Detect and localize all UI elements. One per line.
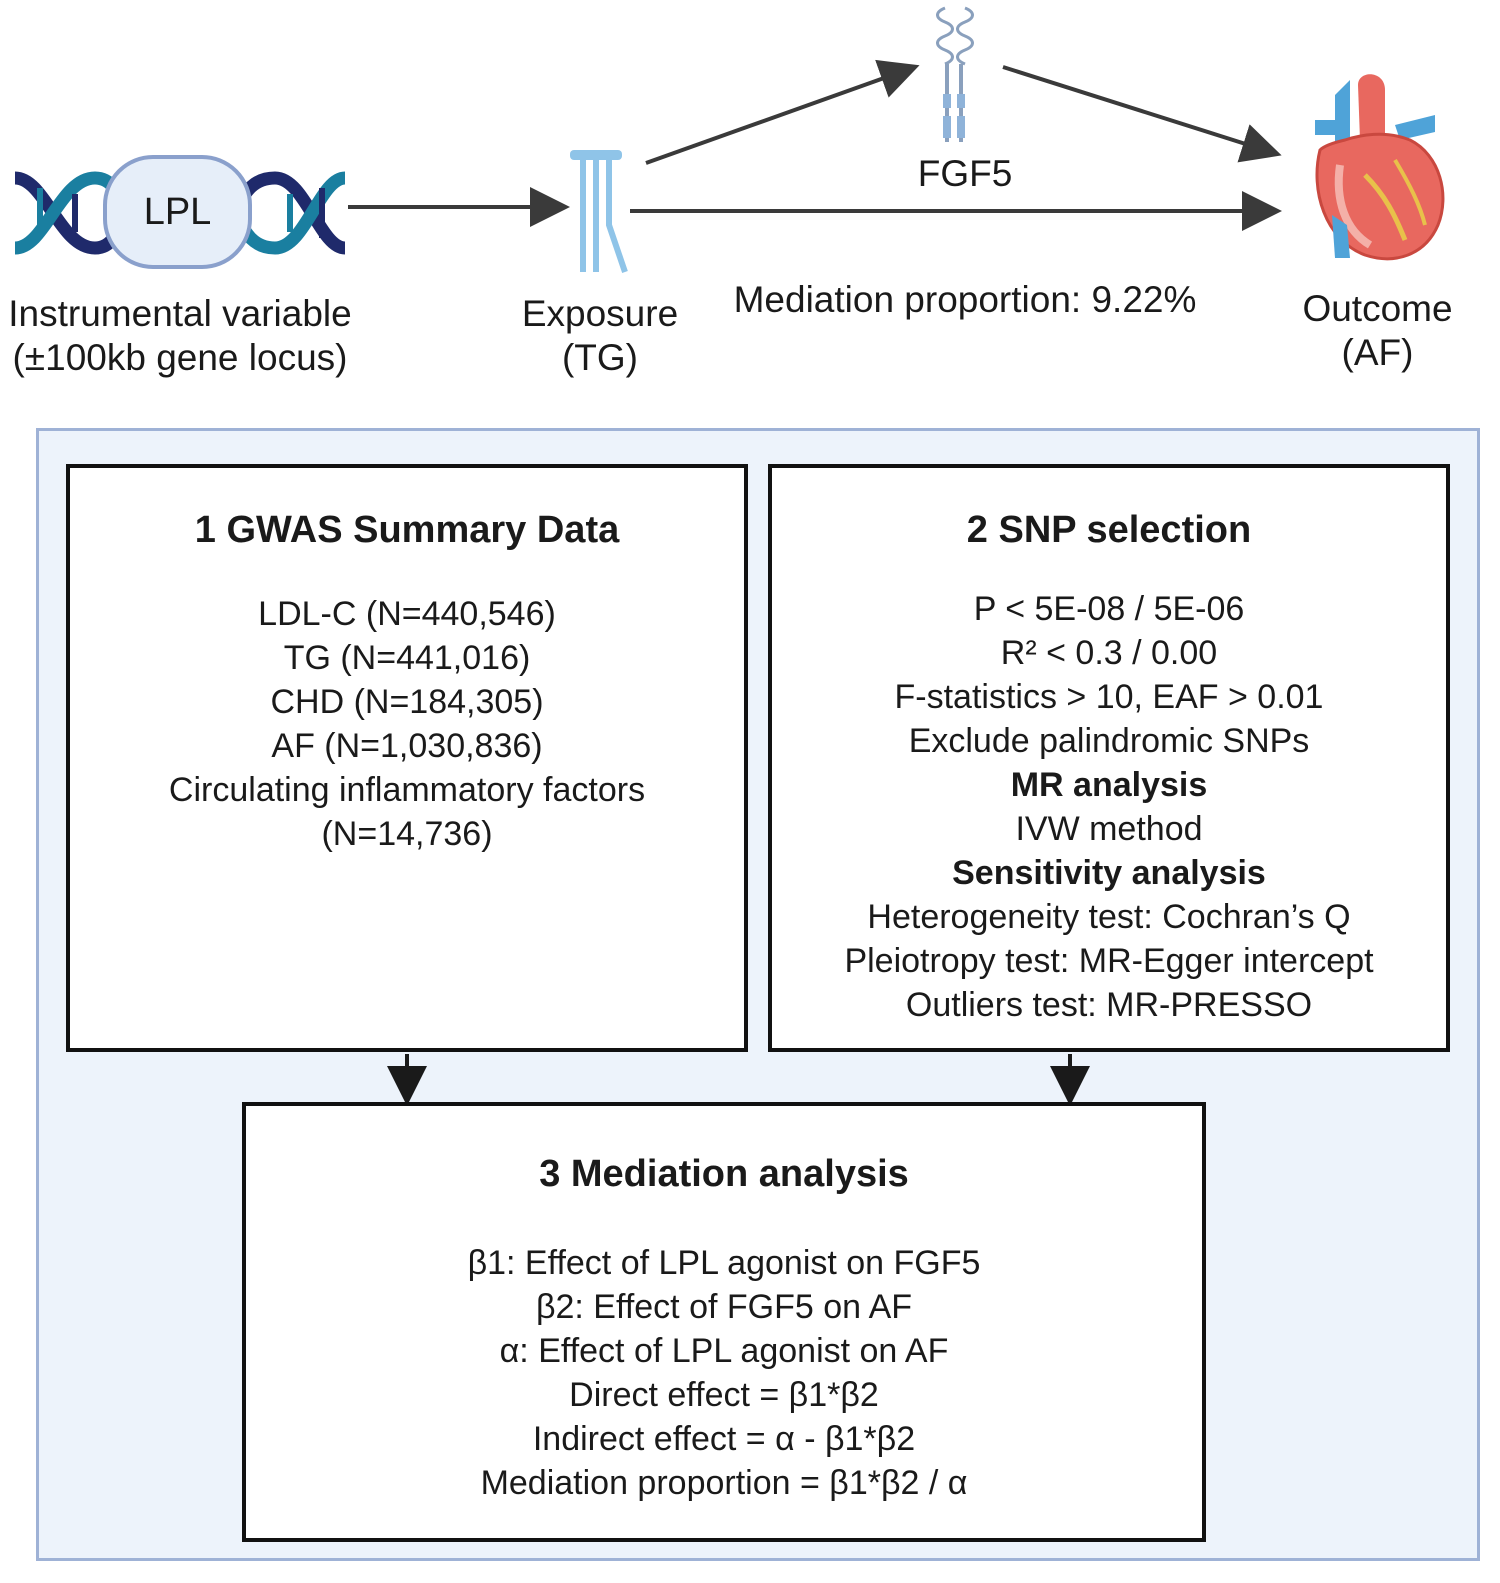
box2-heading: Sensitivity analysis bbox=[952, 854, 1266, 892]
lpl-gene-badge bbox=[103, 155, 252, 269]
exposure-label: Exposure (TG) bbox=[500, 292, 700, 380]
arrow-fgf5-to-outcome bbox=[1002, 65, 1282, 163]
receptor-icon bbox=[570, 150, 628, 273]
instrument-line1: Instrumental variable bbox=[8, 293, 352, 334]
box1-line: AF (N=1,030,836) bbox=[271, 727, 543, 765]
box2-line: R² < 0.3 / 0.00 bbox=[1000, 634, 1218, 672]
outcome-line2: (AF) bbox=[1341, 332, 1414, 373]
mediation-proportion-label: Mediation proportion: 9.22% bbox=[733, 279, 1197, 320]
exposure-line2: (TG) bbox=[561, 337, 639, 378]
exposure-line1: Exposure bbox=[521, 293, 679, 334]
box2-line: Exclude palindromic SNPs bbox=[908, 722, 1310, 760]
box-mediation-analysis: 3 Mediation analysis β1: Effect of LPL a… bbox=[242, 1102, 1206, 1542]
box2-line: F-statistics > 10, EAF > 0.01 bbox=[894, 678, 1324, 716]
box1-line: (N=14,736) bbox=[321, 815, 493, 853]
arrow-exposure-to-fgf5 bbox=[645, 59, 920, 165]
box2-title: 2 SNP selection bbox=[966, 509, 1252, 551]
box2-line: Heterogeneity test: Cochran’s Q bbox=[867, 898, 1351, 936]
instrument-line2: (±100kb gene locus) bbox=[12, 337, 348, 378]
box3-line: Mediation proportion = β1*β2 / α bbox=[480, 1464, 968, 1502]
box3-line: β2: Effect of FGF5 on AF bbox=[535, 1288, 913, 1326]
box-gwas-summary: 1 GWAS Summary Data LDL-C (N=440,546) TG… bbox=[66, 464, 748, 1052]
box3-line: Direct effect = β1*β2 bbox=[569, 1376, 879, 1414]
box1-title: 1 GWAS Summary Data bbox=[194, 509, 620, 551]
mediator-label: FGF5 bbox=[917, 153, 1013, 194]
box3-line: α: Effect of LPL agonist on AF bbox=[499, 1332, 949, 1370]
box2-line: IVW method bbox=[1015, 810, 1203, 848]
box2-line: P < 5E-08 / 5E-06 bbox=[973, 590, 1245, 628]
instrument-label: Instrumental variable (±100kb gene locus… bbox=[0, 292, 360, 380]
box-snp-selection: 2 SNP selection P < 5E-08 / 5E-06 R² < 0… bbox=[768, 464, 1450, 1052]
box1-line: CHD (N=184,305) bbox=[270, 683, 544, 721]
fgf5-receptor-icon bbox=[936, 6, 974, 142]
outcome-line1: Outcome bbox=[1302, 288, 1453, 329]
box3-title: 3 Mediation analysis bbox=[539, 1153, 909, 1195]
box3-line: β1: Effect of LPL agonist on FGF5 bbox=[467, 1244, 981, 1282]
box2-line: Outliers test: MR-PRESSO bbox=[905, 986, 1313, 1024]
box1-line: TG (N=441,016) bbox=[283, 639, 531, 677]
lpl-gene-label: LPL bbox=[143, 191, 212, 233]
box2-heading: MR analysis bbox=[1010, 766, 1208, 804]
box2-line: Pleiotropy test: MR-Egger intercept bbox=[844, 942, 1374, 980]
box3-line: Indirect effect = α - β1*β2 bbox=[532, 1420, 916, 1458]
outcome-label: Outcome (AF) bbox=[1285, 287, 1470, 375]
pathway-illustration bbox=[13, 6, 1445, 273]
box1-line: LDL-C (N=440,546) bbox=[258, 595, 556, 633]
box1-line: Circulating inflammatory factors bbox=[168, 771, 646, 809]
heart-icon bbox=[1315, 74, 1445, 261]
